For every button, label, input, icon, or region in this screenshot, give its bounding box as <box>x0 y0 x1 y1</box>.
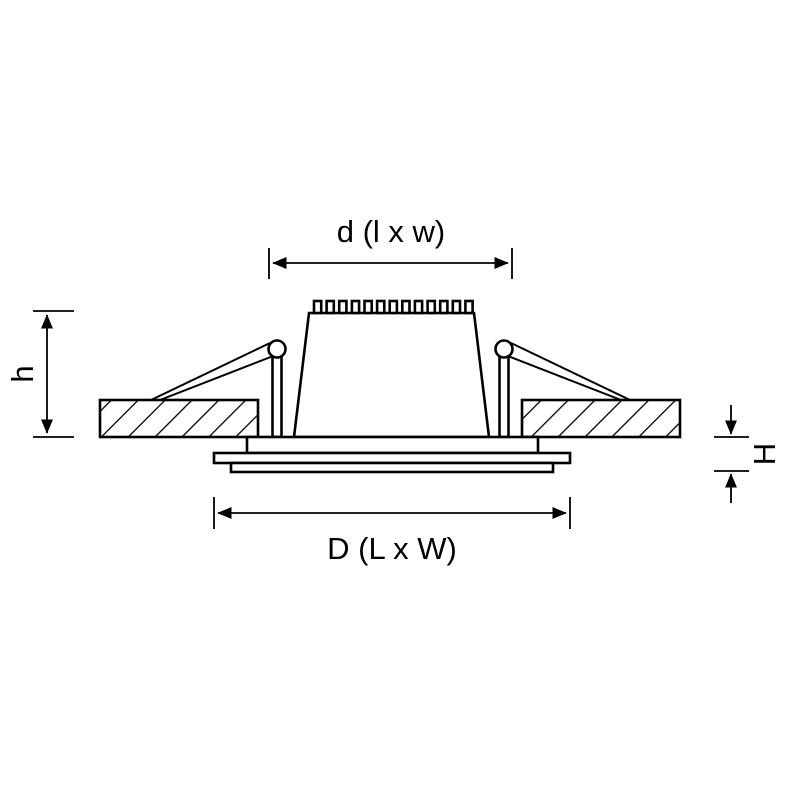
heat-sink-fin <box>350 299 361 315</box>
dimension-left: h <box>5 310 74 438</box>
ceiling-panel-right <box>520 398 682 439</box>
spring-pivot-left <box>267 339 287 359</box>
dimension-right: H <box>714 405 782 503</box>
dimension-label-bottom: D (L x W) <box>327 531 457 566</box>
heat-sink-fin <box>451 299 462 315</box>
heat-sink-fin <box>426 299 437 315</box>
spring-post-right <box>498 350 510 439</box>
spring-arm-right-upper <box>510 342 631 401</box>
heat-sink-fin <box>413 299 424 315</box>
heat-sink-fin <box>325 299 336 315</box>
heat-sink-fin <box>388 299 399 315</box>
spring-post-left <box>271 350 283 439</box>
spring-pivot-right <box>494 339 514 359</box>
dimension-label-right: H <box>747 443 782 465</box>
trim-plate-lower <box>229 461 555 474</box>
heat-sink-fins <box>312 299 474 315</box>
dimension-label-left: h <box>5 365 40 382</box>
spring-arm-left-upper <box>150 342 271 401</box>
heat-sink-fin <box>375 299 386 315</box>
trim-plate-middle <box>212 451 572 465</box>
ceiling-panel-left <box>98 398 260 439</box>
heat-sink-fin <box>438 299 449 315</box>
heat-sink-fin <box>464 299 474 315</box>
spring-arm-left-lower <box>159 352 282 401</box>
spring-arm-right-lower <box>499 352 622 401</box>
heat-sink-fin <box>337 299 348 315</box>
dimension-label-top: d (l x w) <box>337 214 446 249</box>
heat-sink-fin <box>312 299 323 315</box>
lamp-body <box>292 311 491 439</box>
heat-sink-fin <box>400 299 411 315</box>
dimension-top: d (l x w) <box>268 214 513 279</box>
dimension-bottom: D (L x W) <box>213 497 571 566</box>
trim-plate-upper <box>245 435 540 455</box>
heat-sink-fin <box>363 299 373 315</box>
